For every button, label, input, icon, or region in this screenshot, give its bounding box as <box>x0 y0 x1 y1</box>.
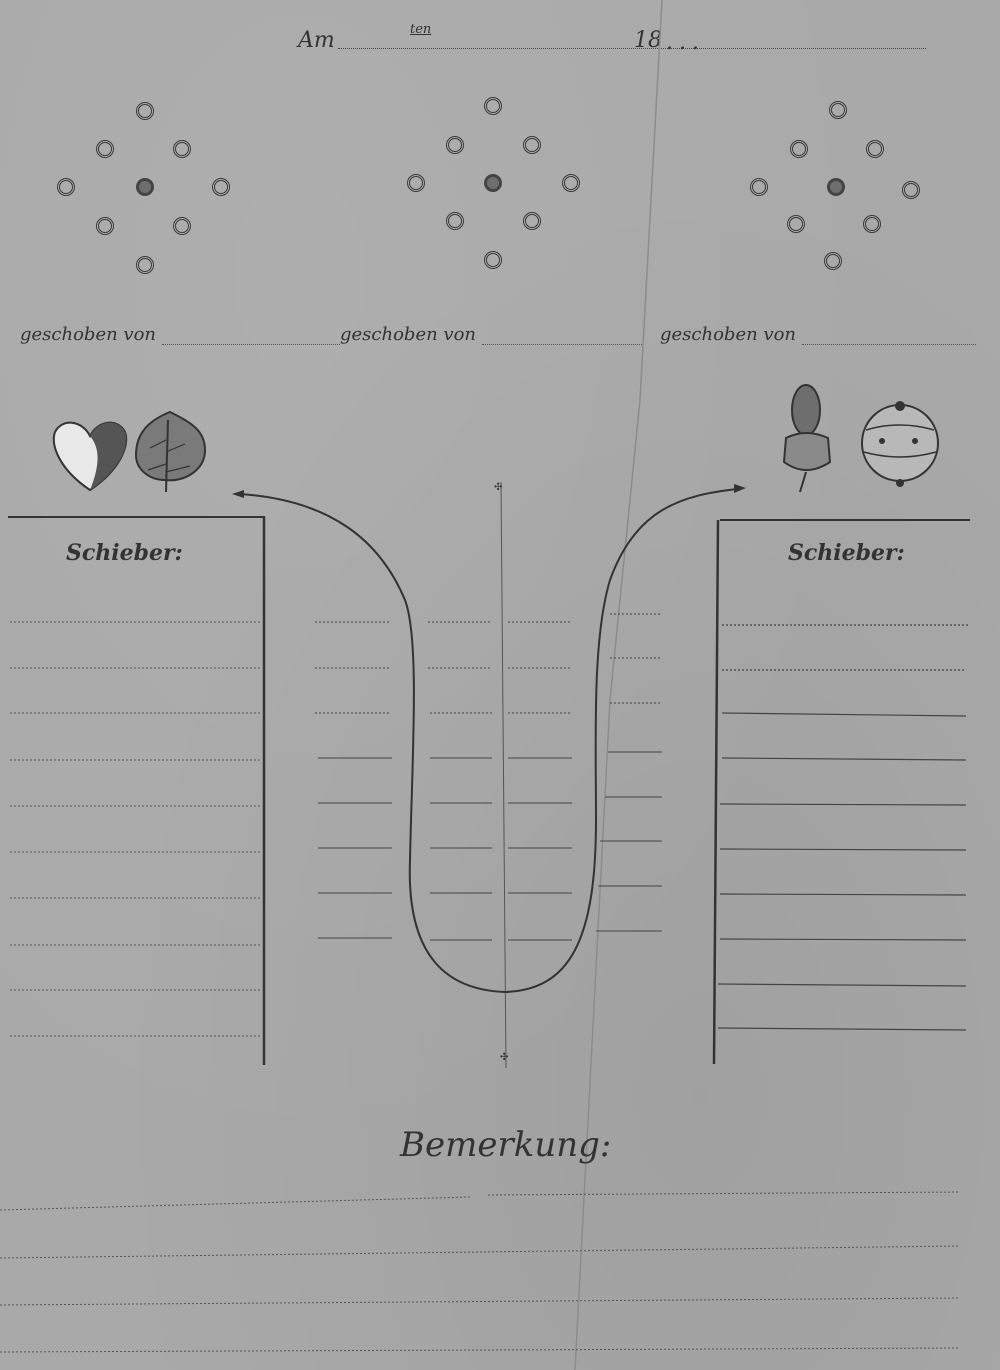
ring-dot <box>902 181 920 199</box>
ring-dot <box>829 101 847 119</box>
ring-dot <box>136 102 154 120</box>
center-dot <box>484 174 502 192</box>
ring-dot <box>96 217 114 235</box>
left-panel-title: Schieber: <box>66 540 183 566</box>
leaf-suit-icon <box>134 410 207 493</box>
ring-dot <box>446 212 464 230</box>
year-prefix: 18 <box>634 28 662 53</box>
pushed-by-field[interactable] <box>481 330 642 345</box>
date-prefix: Am <box>298 28 335 53</box>
pushed-by-1: geschoben von <box>20 324 340 345</box>
ring-dot <box>824 252 842 270</box>
acorn-suit-icon <box>782 384 832 493</box>
ring-dot <box>484 97 502 115</box>
center-dot <box>136 178 154 196</box>
year-field[interactable]: ... <box>666 30 705 55</box>
remark-title: Bemerkung: <box>400 1125 612 1165</box>
ring-dot <box>407 174 425 192</box>
ring-dot <box>173 140 191 158</box>
right-arrow-icon <box>734 484 746 493</box>
pushed-by-2: geschoben von <box>340 324 642 345</box>
ring-dot <box>446 136 464 154</box>
ring-dot <box>863 215 881 233</box>
pushed-by-3: geschoben von <box>660 324 976 345</box>
ring-dot <box>523 212 541 230</box>
ring-dot <box>57 178 75 196</box>
ring-dot <box>790 140 808 158</box>
right-score-panel <box>712 519 970 1065</box>
left-arrow-icon <box>232 490 244 498</box>
ring-dot <box>866 140 884 158</box>
left-score-panel <box>8 516 266 1065</box>
svg-text:✣: ✣ <box>500 1052 508 1063</box>
date-field[interactable] <box>338 48 926 49</box>
ring-dot <box>523 136 541 154</box>
pushed-by-label: geschoben von <box>20 324 157 345</box>
day-suffix: ten <box>410 22 432 37</box>
pushed-by-label: geschoben von <box>660 324 797 345</box>
center-dot <box>827 178 845 196</box>
ring-dot <box>212 178 230 196</box>
ring-dot <box>173 217 191 235</box>
u-curve <box>239 488 739 994</box>
pushed-by-field[interactable] <box>161 330 340 345</box>
pushed-by-label: geschoben von <box>340 324 477 345</box>
ring-dot <box>562 174 580 192</box>
heart-suit-icon <box>52 421 128 492</box>
ring-dot <box>96 140 114 158</box>
ring-dot <box>484 251 502 269</box>
ring-dot <box>136 256 154 274</box>
center-axis: ✣ ✣ <box>494 481 508 1069</box>
remark-lines <box>0 1191 961 1353</box>
right-panel-title: Schieber: <box>788 540 905 566</box>
svg-text:✣: ✣ <box>494 482 502 493</box>
ring-dot <box>750 178 768 196</box>
pushed-by-field[interactable] <box>801 330 976 345</box>
date-header: Am ten 18 ... <box>298 22 926 58</box>
ring-dot <box>787 215 805 233</box>
bell-suit-icon <box>861 401 939 487</box>
center-score-lines <box>315 613 662 941</box>
